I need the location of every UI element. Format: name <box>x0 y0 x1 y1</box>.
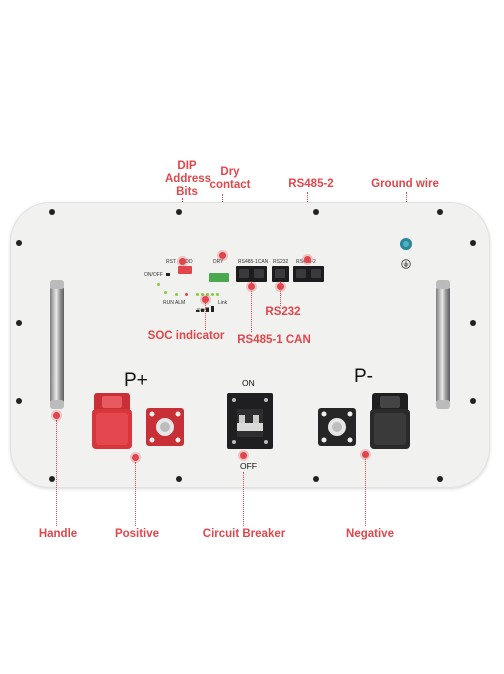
ground-terminal[interactable] <box>400 238 412 250</box>
left-handle-bottom-mount <box>50 400 64 409</box>
panel-screw <box>470 398 476 404</box>
dip-marker-dot <box>179 258 186 265</box>
rs485-2-port[interactable] <box>293 266 324 282</box>
negative-symbol: P- <box>354 366 373 387</box>
signal-bars-icon <box>196 299 214 312</box>
callout-dip-address-bits: DIP Address Bits <box>165 160 212 198</box>
panel-screw <box>437 476 443 482</box>
led-soc-1 <box>196 293 199 296</box>
panel-screw <box>49 209 55 215</box>
positive-symbol: P+ <box>124 370 148 391</box>
panel-screw <box>16 320 22 326</box>
leader-negative <box>365 459 366 526</box>
left-handle-top-mount <box>50 280 64 289</box>
led-soc-5 <box>216 293 219 296</box>
callout-rs485-2: RS485-2 <box>288 178 334 190</box>
callout-circuit-breaker: Circuit Breaker <box>202 528 286 540</box>
panel-screw <box>313 476 319 482</box>
panel-screw <box>16 398 22 404</box>
negative-terminal-socket[interactable] <box>318 408 356 446</box>
right-handle-top-mount <box>436 280 450 289</box>
panel-screw <box>176 209 182 215</box>
leader-handle <box>56 420 57 526</box>
on-off-label: ON/OFF <box>144 272 163 278</box>
led-soc-3 <box>206 293 209 296</box>
panel-screw <box>176 476 182 482</box>
led-alarm <box>185 293 188 296</box>
rst-label: RST <box>166 259 176 265</box>
run-alm-label: RUN ALM <box>163 300 186 306</box>
leader-rs232 <box>280 282 281 306</box>
callout-soc-indicator: SOC indicator <box>147 330 225 342</box>
negative-marker-dot <box>362 451 369 458</box>
panel-screw <box>470 240 476 246</box>
positive-terminal-connector[interactable] <box>92 393 132 449</box>
breaker-off-label: OFF <box>240 461 257 471</box>
dry-marker-dot <box>219 252 226 259</box>
soc-marker-dot <box>202 296 209 303</box>
callout-handle: Handle <box>38 528 78 540</box>
rs232-port-label: RS232 <box>273 259 289 265</box>
leader-rs485-1-can <box>251 282 252 332</box>
on-off-indicator <box>166 273 170 276</box>
rs485-2-marker-dot <box>304 256 311 263</box>
handle-marker-dot <box>53 412 60 419</box>
leader-soc <box>205 300 206 330</box>
led-run <box>175 293 178 296</box>
callout-rs232: RS232 <box>265 306 301 318</box>
dry-contact-terminal[interactable] <box>209 273 229 282</box>
callout-rs485-1-can: RS485-1 CAN <box>237 334 311 346</box>
negative-terminal-connector[interactable] <box>370 393 410 449</box>
positive-marker-dot <box>132 454 139 461</box>
panel-screw <box>470 320 476 326</box>
link-label: Link <box>218 300 228 306</box>
callout-ground-wire: Ground wire <box>371 178 439 190</box>
rs232-marker-dot <box>277 283 284 290</box>
dip-switch[interactable] <box>178 266 192 274</box>
panel-screw <box>437 209 443 215</box>
led-status <box>164 291 167 294</box>
rs485-1-can-port-label: RS485-1CAN <box>238 259 269 265</box>
led-status <box>157 283 160 286</box>
breaker-marker-dot <box>240 452 247 459</box>
led-soc-2 <box>201 293 204 296</box>
panel-screw <box>16 240 22 246</box>
rs485-1-can-port[interactable] <box>236 266 267 282</box>
rs485-1-can-marker-dot <box>248 283 255 290</box>
dry-label: DRY <box>213 259 224 265</box>
panel-screw <box>49 476 55 482</box>
breaker-on-label: ON <box>242 378 255 388</box>
led-soc-4 <box>211 293 214 296</box>
left-handle[interactable] <box>50 283 64 407</box>
soc-label: SOC <box>197 308 208 314</box>
circuit-breaker-switch[interactable] <box>227 393 273 449</box>
callout-positive: Positive <box>114 528 160 540</box>
right-handle-bottom-mount <box>436 400 450 409</box>
add-label: ADD <box>182 259 193 265</box>
leader-positive <box>135 462 136 526</box>
right-handle[interactable] <box>436 283 450 407</box>
leader-breaker <box>243 472 244 526</box>
callout-dry-contact: Dry contact <box>209 166 251 191</box>
ground-symbol-icon <box>401 256 411 269</box>
positive-terminal-socket[interactable] <box>146 408 184 446</box>
rs232-port[interactable] <box>272 266 289 282</box>
panel-screw <box>313 209 319 215</box>
callout-negative: Negative <box>346 528 394 540</box>
